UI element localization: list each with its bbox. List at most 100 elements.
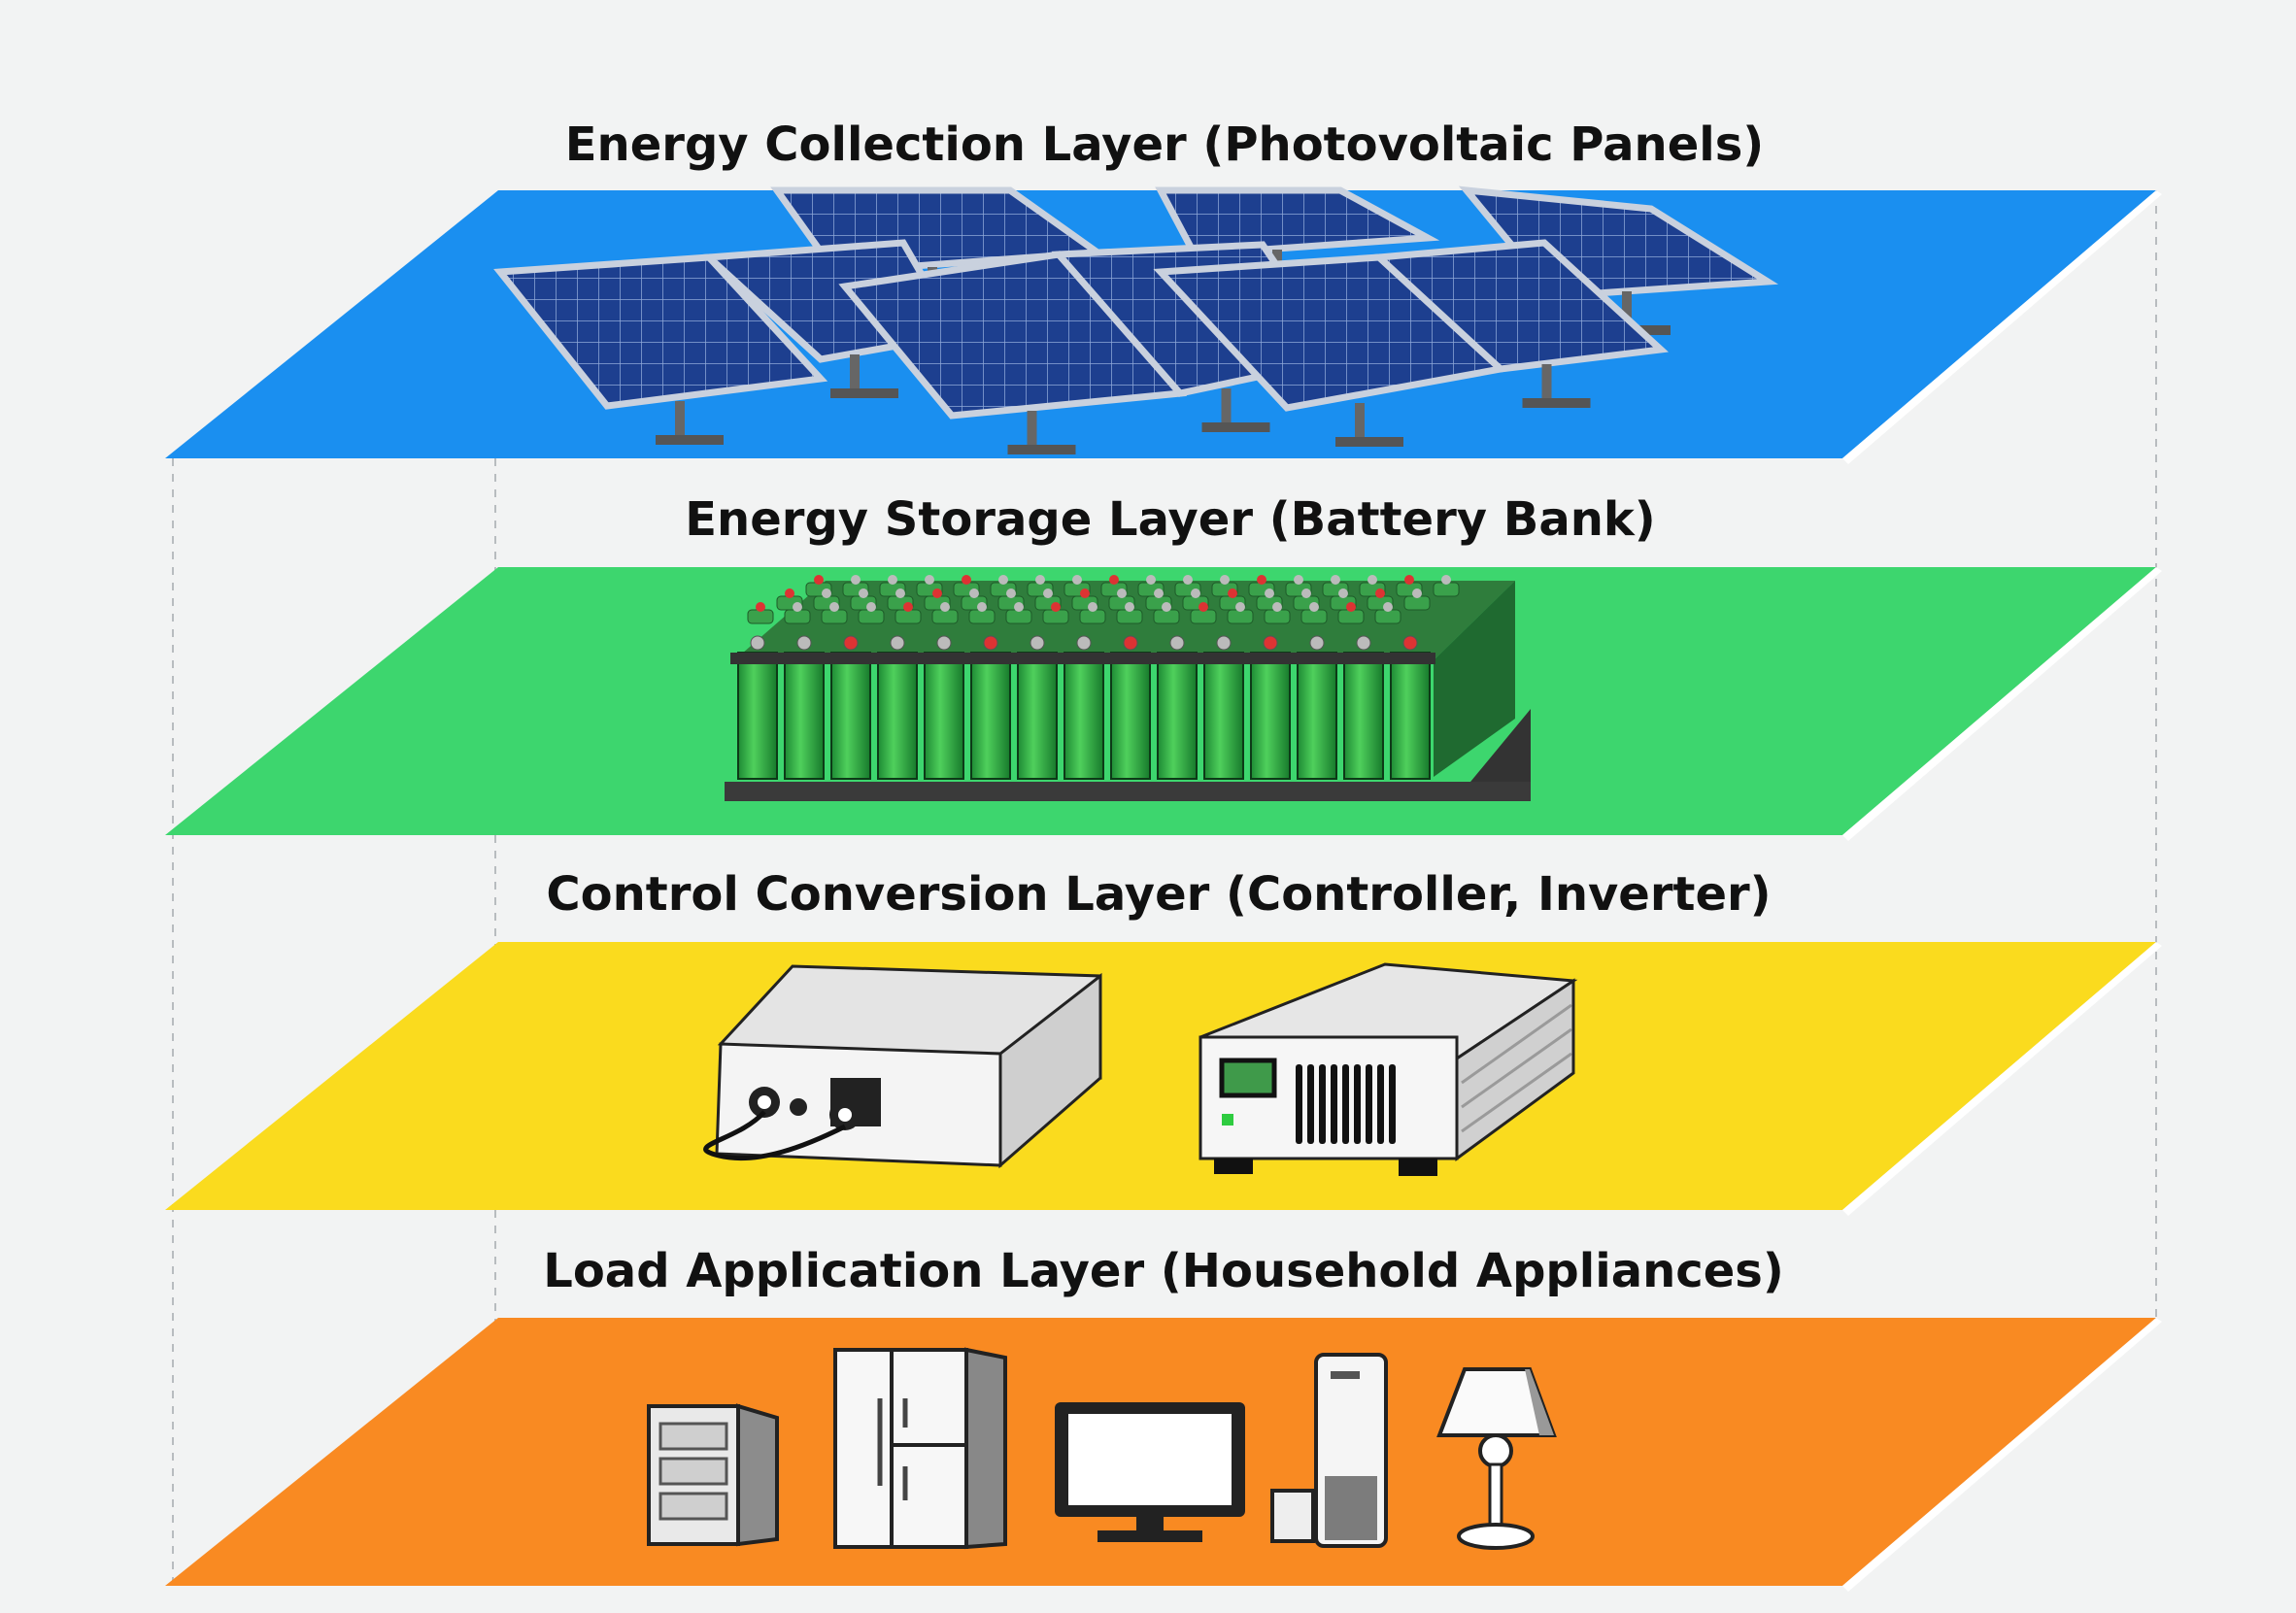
battery-cell <box>924 652 964 780</box>
panel-foot <box>1201 422 1270 432</box>
battery-cell-top <box>858 609 885 624</box>
battery-terminal <box>1014 602 1024 612</box>
dashed-connector-lines <box>172 190 2157 1586</box>
battery-terminal <box>843 635 859 651</box>
panel-foot <box>1522 398 1591 408</box>
battery-terminal <box>1272 602 1282 612</box>
panel-foot <box>1007 445 1076 454</box>
battery-terminal <box>750 635 765 651</box>
layer-plane-control <box>165 942 2156 1210</box>
battery-cell-top <box>1337 609 1365 624</box>
battery-cell-top <box>1042 609 1069 624</box>
solar-panel <box>493 253 828 410</box>
battery-cell-top <box>1153 609 1180 624</box>
battery-terminal <box>936 635 952 651</box>
battery-cell-top <box>821 609 848 624</box>
battery-cell <box>1250 652 1291 780</box>
layer-title-load: Load Application Layer (Household Applia… <box>543 1244 1784 1298</box>
battery-terminal <box>1220 575 1230 585</box>
battery-terminal <box>1257 575 1266 585</box>
panel-foot <box>1335 437 1403 447</box>
battery-cell-top <box>931 609 959 624</box>
battery-terminal <box>1191 588 1200 598</box>
battery-terminal <box>1035 575 1045 585</box>
panel-stand <box>1355 403 1365 442</box>
solar-panel <box>1155 186 1440 258</box>
battery-terminal <box>925 575 934 585</box>
battery-cell <box>784 652 825 780</box>
battery-cell-top <box>968 609 996 624</box>
battery-cell-top <box>747 609 774 624</box>
battery-terminal <box>1109 575 1119 585</box>
battery-cell-top <box>1227 609 1254 624</box>
monitor-icon <box>1055 1402 1245 1542</box>
battery-terminal <box>1263 635 1278 651</box>
vent-slot <box>1389 1064 1396 1144</box>
battery-terminal <box>1146 575 1156 585</box>
battery-cell-top <box>1403 595 1431 611</box>
battery-terminal <box>969 588 979 598</box>
battery-terminal <box>1169 635 1185 651</box>
layer-plane-edge <box>1842 942 2162 1216</box>
panel-stand <box>1541 364 1552 403</box>
battery-bank-icon <box>725 575 1531 801</box>
battery-terminal <box>1199 602 1208 612</box>
battery-cell <box>737 652 778 780</box>
battery-terminal <box>829 602 839 612</box>
battery-cell <box>830 652 871 780</box>
battery-terminal <box>1216 635 1232 651</box>
battery-cell <box>1157 652 1198 780</box>
lamp-icon <box>1436 1367 1557 1550</box>
battery-terminal <box>1375 588 1385 598</box>
vent-slot <box>1296 1064 1302 1144</box>
battery-terminal <box>756 602 765 612</box>
battery-cell <box>1064 652 1104 780</box>
panel-foot <box>656 435 724 445</box>
panel-foot <box>830 388 898 398</box>
refrigerator-icon <box>833 1347 1007 1550</box>
battery-terminal <box>932 588 942 598</box>
solar-panel <box>1370 239 1669 373</box>
solar-panel-array-icon <box>493 185 1779 454</box>
vent-slot <box>1331 1064 1337 1144</box>
battery-cell <box>1203 652 1244 780</box>
battery-cell <box>1390 652 1431 780</box>
layer-title-storage: Energy Storage Layer (Battery Bank) <box>685 492 1656 547</box>
battery-cell-top <box>1300 609 1328 624</box>
battery-terminal <box>1051 602 1061 612</box>
battery-terminal <box>1346 602 1356 612</box>
battery-terminal <box>962 575 971 585</box>
battery-terminal <box>793 602 802 612</box>
battery-terminal <box>940 602 950 612</box>
battery-cell-top <box>784 609 811 624</box>
battery-terminal <box>1043 588 1053 598</box>
battery-strap <box>730 653 1435 664</box>
battery-terminal <box>1301 588 1311 598</box>
panel-stand <box>1622 291 1632 330</box>
vent-slot <box>1377 1064 1384 1144</box>
battery-terminal <box>1088 602 1097 612</box>
battery-terminal <box>1412 588 1422 598</box>
battery-terminal <box>785 588 794 598</box>
layer-plane-edge <box>1842 1318 2162 1592</box>
battery-cell-top <box>1190 609 1217 624</box>
battery-terminal <box>1294 575 1303 585</box>
battery-terminal <box>859 588 868 598</box>
battery-terminal <box>888 575 897 585</box>
battery-terminal <box>1402 635 1418 651</box>
battery-terminal <box>890 635 905 651</box>
battery-terminal <box>1080 588 1090 598</box>
battery-cell <box>970 652 1011 780</box>
battery-terminal <box>1125 602 1134 612</box>
battery-terminal <box>1235 602 1245 612</box>
vent-slot <box>1342 1064 1349 1144</box>
battery-terminal <box>1154 588 1164 598</box>
battery-cell-top <box>895 609 922 624</box>
battery-terminal <box>1030 635 1045 651</box>
layer-plane-edge <box>1842 567 2162 841</box>
panel-stand <box>1221 388 1232 427</box>
battery-terminal <box>1338 588 1348 598</box>
battery-terminal <box>1117 588 1127 598</box>
battery-terminal <box>1123 635 1138 651</box>
